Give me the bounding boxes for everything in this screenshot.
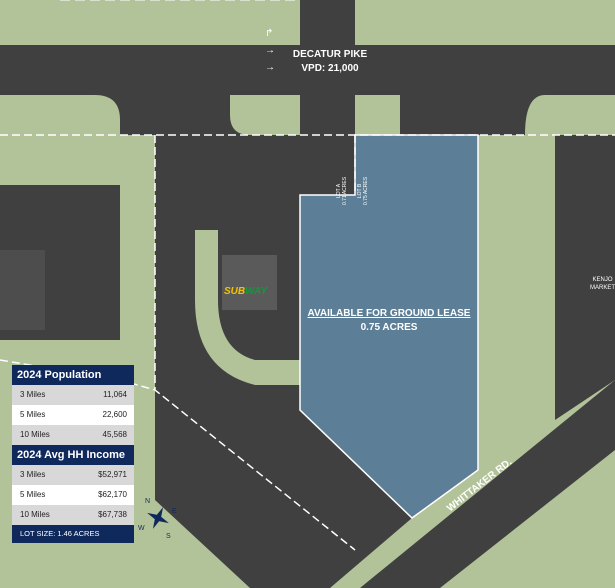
adjacent-building	[0, 250, 45, 330]
north-road	[300, 0, 355, 50]
table-row: 3 Miles 11,064	[12, 385, 134, 405]
row-value: 11,064	[103, 390, 127, 399]
table-row: 5 Miles 22,600	[12, 405, 134, 425]
table-row: 10 Miles $67,738	[12, 505, 134, 525]
row-value: $52,971	[98, 470, 127, 479]
grass	[230, 95, 300, 135]
available-parcel	[299, 134, 479, 519]
table-row: 5 Miles $62,170	[12, 485, 134, 505]
compass-icon	[147, 507, 169, 529]
row-label: 5 Miles	[20, 490, 46, 499]
subway-logo-sub: SUB	[224, 286, 246, 297]
row-label: 3 Miles	[20, 390, 46, 399]
income-title: 2024 Avg HH Income	[12, 445, 134, 465]
lot-a-size: 0.71 ACRES	[342, 176, 348, 205]
table-row: 10 Miles 45,568	[12, 425, 134, 445]
subway-building	[222, 255, 277, 310]
subway-logo: SUBWAY	[224, 286, 267, 297]
neighbor-label: KENJO MARKETS	[590, 277, 615, 291]
kenjo-lot	[555, 135, 615, 420]
compass-w: W	[138, 525, 145, 532]
whittaker-road	[360, 380, 615, 588]
grass	[355, 95, 400, 135]
lot-b-size: 0.75 ACRES	[363, 176, 369, 205]
compass-e: E	[172, 508, 177, 515]
grass	[0, 95, 120, 185]
road-name-decatur: DECATUR PIKE	[292, 49, 368, 60]
parcel-size: 0.75 ACRES	[360, 322, 418, 333]
row-label: 10 Miles	[20, 510, 50, 519]
drive-thru-island	[195, 230, 300, 385]
subway-logo-way: WAY	[245, 286, 268, 297]
row-value: $62,170	[98, 490, 127, 499]
traffic-count: VPD: 21,000	[301, 63, 359, 74]
lot-size: LOT SIZE: 1.46 ACRES	[12, 525, 134, 543]
row-value: 45,568	[102, 430, 127, 439]
arrow-icon: ↱	[265, 28, 274, 39]
table-row: 3 Miles $52,971	[12, 465, 134, 485]
row-value: $67,738	[98, 510, 127, 519]
population-title: 2024 Population	[12, 365, 134, 385]
population-panel: 2024 Population 3 Miles 11,064 5 Miles 22,…	[12, 365, 134, 543]
grass	[525, 95, 615, 135]
row-value: 22,600	[102, 410, 127, 419]
grass	[355, 0, 615, 45]
row-label: 5 Miles	[20, 410, 46, 419]
compass-n: N	[145, 498, 151, 505]
parcel-title: AVAILABLE FOR GROUND LEASE	[307, 308, 471, 319]
compass-s: S	[166, 533, 171, 540]
arrow-right-icon: →	[265, 45, 275, 56]
grass	[0, 0, 300, 45]
row-label: 3 Miles	[20, 470, 46, 479]
row-label: 10 Miles	[20, 430, 50, 439]
arrow-right-icon: →	[265, 62, 275, 73]
